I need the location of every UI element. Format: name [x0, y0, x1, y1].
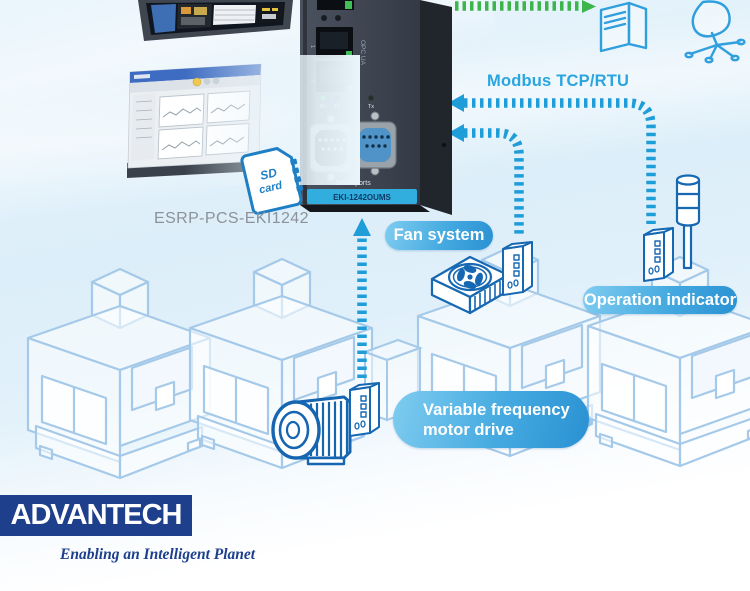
operation-indicator-label: Operation indicator	[583, 290, 737, 309]
operation-controller-icon	[643, 227, 674, 282]
gateway-device: 1 2 OPC UA Rx Tx Rx Tx	[300, 0, 452, 215]
scada-monitor	[138, 0, 293, 41]
vfd-label-line1: Variable frequency	[423, 400, 570, 419]
workstation-art	[599, 0, 746, 64]
vfd-callout: Variable frequency motor drive	[393, 391, 589, 448]
ethernet-port-1	[316, 27, 353, 58]
opcua-arrow	[455, 0, 596, 13]
sd-card-icon: SD card	[240, 146, 304, 215]
fan-system-label: Fan system	[393, 226, 485, 244]
fan-controller-icon	[502, 241, 533, 296]
modbus-protocol-label: Modbus TCP/RTU	[487, 72, 630, 90]
motor-icon	[271, 395, 352, 466]
modbus-arrow-fan	[464, 128, 524, 238]
machine-outline	[26, 267, 212, 480]
production-line-machines	[26, 245, 750, 480]
port-number: 1	[309, 45, 315, 48]
advantech-logo-text: ADVANTECH	[10, 499, 183, 531]
fan-system-callout: Fan system	[385, 221, 493, 250]
sd-card-label: card	[258, 179, 284, 196]
modbus-arrow-operation	[464, 98, 656, 224]
product-code-label: ESRP-PCS-EKI1242	[154, 210, 309, 227]
office-chair-icon	[684, 0, 746, 64]
tx-label: Tx	[368, 104, 374, 110]
model-band-label: EKI-1242OUMS	[333, 193, 391, 202]
sd-card-label: SD	[259, 165, 279, 182]
serial-port-2	[353, 121, 397, 169]
opc-ua-label: OPC UA	[359, 40, 366, 66]
model-band	[307, 189, 417, 204]
brand-tagline: Enabling an Intelligent Planet	[60, 546, 256, 563]
vfd-label-line2: motor drive	[423, 420, 514, 439]
operation-indicator-callout: Operation indicator	[583, 286, 737, 314]
vfd-controller-icon	[349, 382, 380, 437]
modbus-arrows	[353, 94, 656, 378]
signal-tower-icon	[675, 174, 701, 270]
advantech-logo: ADVANTECH	[0, 495, 192, 536]
